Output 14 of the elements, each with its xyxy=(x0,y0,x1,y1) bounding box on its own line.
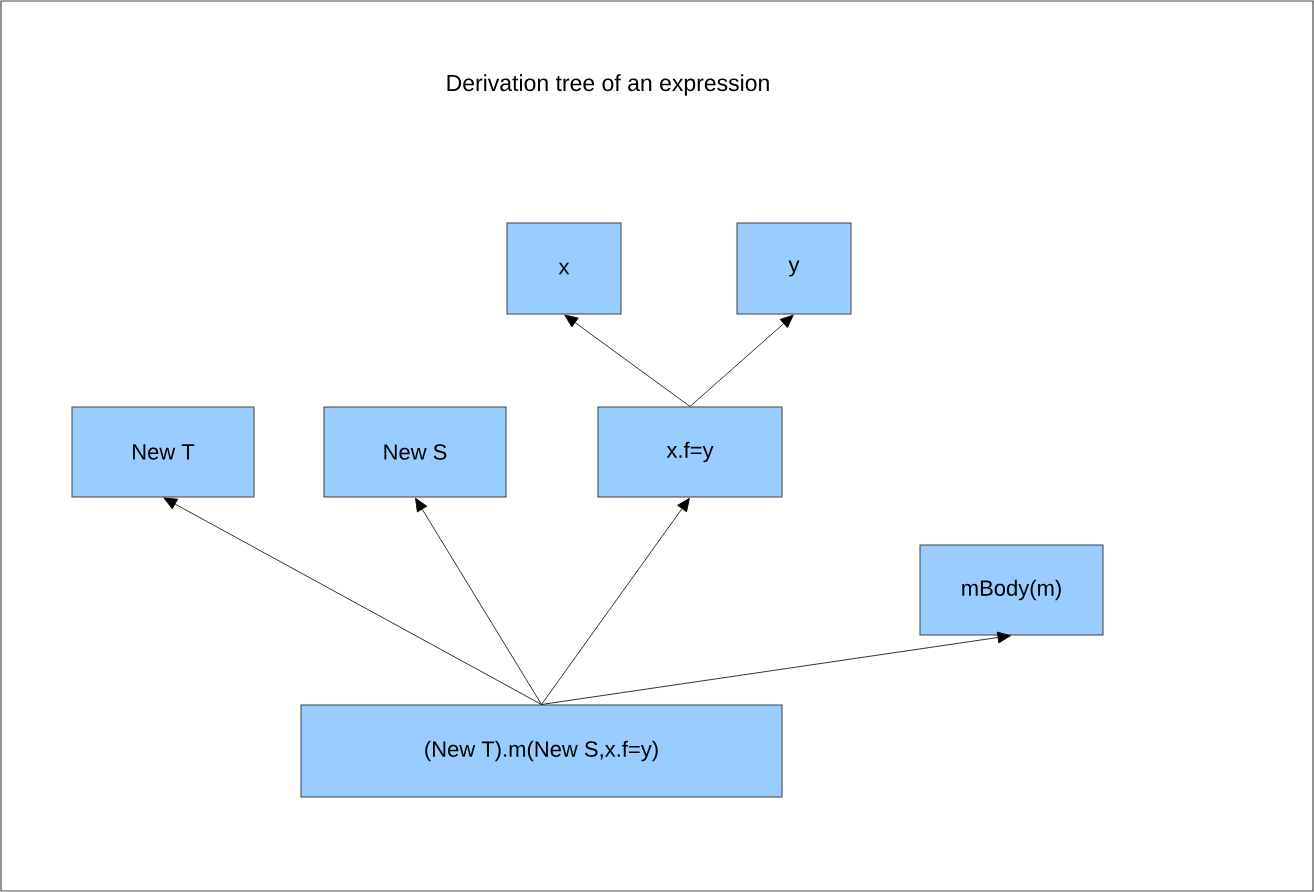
tree-node-box: (New T).m(New S,x.f=y) xyxy=(300,704,783,798)
arrow xyxy=(541,631,1011,705)
tree-node-box: mBody(m) xyxy=(919,544,1104,636)
tree-node-box: New S xyxy=(323,406,507,498)
tree-node-box: x xyxy=(506,222,622,315)
tree-node-box: y xyxy=(736,222,852,315)
title: Derivation tree of an expression xyxy=(447,74,769,96)
arrow xyxy=(564,314,691,407)
arrow xyxy=(689,314,794,407)
tree-node-box: x.f=y xyxy=(597,406,783,498)
arrow xyxy=(541,497,690,705)
arrow xyxy=(415,497,542,705)
tree-node-box: New T xyxy=(71,406,255,498)
arrow xyxy=(163,497,542,705)
